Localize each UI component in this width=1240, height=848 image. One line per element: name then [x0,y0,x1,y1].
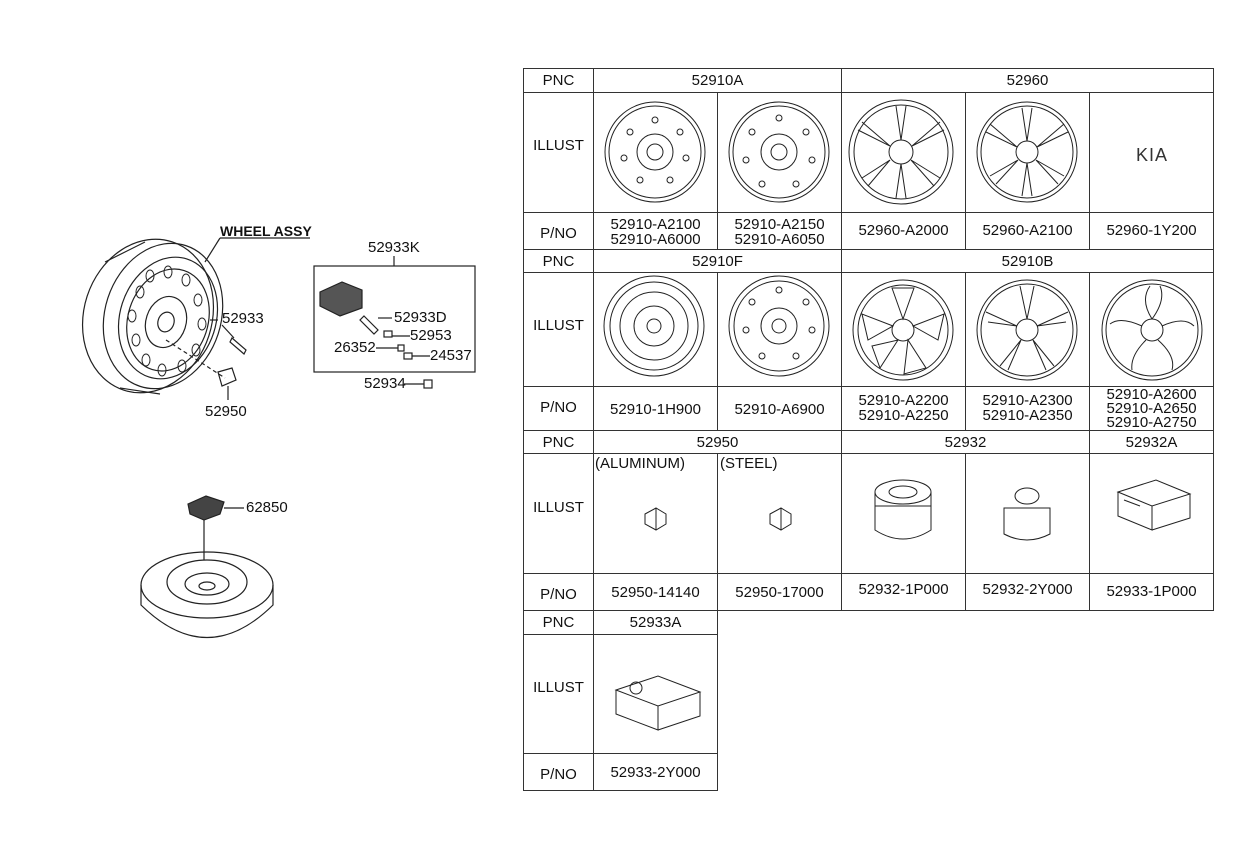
row-label-pnc-3: PNC [542,434,575,451]
row-label-pno-2: P/NO [540,399,577,416]
row-label-pnc-2: PNC [542,253,575,270]
note-aluminum: (ALUMINUM) [595,455,685,472]
illust-alloy-wheel-a2100 [976,101,1078,203]
illust-lug-nut-steel [769,507,792,531]
label-52933d: 52933D [394,309,447,326]
illust-steel-wheel-a6900 [728,275,830,377]
row-label-illust-4: ILLUST [533,679,584,696]
illust-lug-nut-aluminum [644,507,667,531]
row-label-pno-4: P/NO [540,766,577,783]
label-52934: 52934 [364,375,406,392]
note-steel: (STEEL) [720,455,778,472]
label-wheel-assy: WHEEL ASSY [220,223,312,239]
pnc-52933a: 52933A [629,614,682,631]
pno-cell-2-2: 52910-A6900 [734,401,825,418]
row-label-pno-3: P/NO [540,586,577,603]
row-label-pnc-4: PNC [542,614,575,631]
illust-compressor-52933-2y000 [614,675,702,731]
pno-cell-1-3: 52960-A2000 [858,222,949,239]
label-62850: 62850 [246,499,288,516]
row-label-pnc-1: PNC [542,72,575,89]
illust-sealant-52932-1p000 [874,479,932,540]
pno-cell-3-2: 52950-17000 [735,584,824,601]
illust-compressor-52933-1p000 [1116,479,1192,531]
illust-alloy-wheel-a2000 [848,99,954,205]
pnc-52950: 52950 [696,434,739,451]
pnc-52932: 52932 [944,434,987,451]
pnc-52932a: 52932A [1125,434,1178,451]
row-label-illust-1: ILLUST [533,137,584,154]
pno-cell-3-4: 52932-2Y000 [982,581,1073,598]
pno-cell-1-5: 52960-1Y200 [1106,222,1197,239]
label-26352: 26352 [334,339,376,356]
illust-steel-wheel-1h900 [603,275,705,377]
pno-cell-1-4: 52960-A2100 [982,222,1073,239]
illust-alloy-wheel-a2600 [1101,279,1203,381]
row-label-illust-2: ILLUST [533,317,584,334]
illust-steel-wheel-a2150 [728,101,830,203]
pno-cell-2-1: 52910-1H900 [610,401,701,418]
exploded-diagram [81,237,476,638]
pno-cell-3-1: 52950-14140 [611,584,700,601]
label-52933: 52933 [222,310,264,327]
pno-cell-3-5: 52933-1P000 [1106,583,1197,600]
label-52933k: 52933K [368,239,420,256]
illust-sealant-52932-2y000 [1003,487,1051,541]
row-label-illust-3: ILLUST [533,499,584,516]
pnc-52960: 52960 [1006,72,1049,89]
pno-cell-4-1: 52933-2Y000 [610,764,701,781]
illust-alloy-wheel-a2300 [976,279,1078,381]
label-52953: 52953 [410,327,452,344]
pnc-52910a: 52910A [691,72,744,89]
kia-logo: KIA [1135,145,1168,165]
row-label-pno-1: P/NO [540,225,577,242]
pno-cell-3-3: 52932-1P000 [858,581,949,598]
label-52950: 52950 [205,403,247,420]
label-24537: 24537 [430,347,472,364]
pnc-52910f: 52910F [692,253,743,270]
illust-alloy-wheel-a2200 [852,279,954,381]
illust-steel-wheel-a2100 [604,101,706,203]
steel-wheel-drawing [81,238,224,395]
pnc-52910b: 52910B [1001,253,1054,270]
